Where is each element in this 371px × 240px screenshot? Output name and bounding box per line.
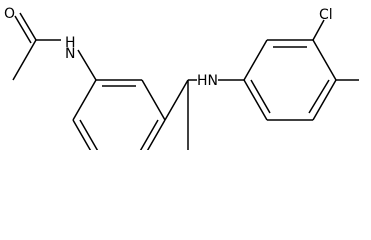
acetyl-group: [12, 12, 61, 81]
right-benzene-ring: [243, 39, 337, 121]
ring1-bond-5: [141, 79, 166, 121]
right-ring-substituents: [312, 19, 359, 81]
atom-label-oxygen: O: [4, 6, 15, 22]
ring1-double-right: [139, 119, 159, 150]
left-benzene-ring: [72, 79, 166, 150]
ring2-double-right: [308, 79, 330, 114]
ring2-bond-4: [312, 79, 337, 121]
ring1-bond-1: [72, 79, 97, 121]
chemical-structure-diagram: O H N HN Cl: [4, 6, 359, 150]
bond-ring-chlorine: [312, 19, 325, 41]
bond-ring-ch: [164, 79, 189, 121]
bond-nitrogen-ring: [77, 49, 97, 81]
atom-labels: O H N HN Cl: [4, 6, 333, 89]
atom-label-amide-hydrogen: H: [65, 35, 76, 51]
ring2-double-left: [250, 79, 271, 114]
ring1-double-left: [79, 119, 99, 150]
atom-label-amide-nitrogen: N: [65, 46, 75, 62]
bond-carbonyl-oxygen-1: [19, 12, 37, 41]
ethyl-linker: [164, 79, 197, 150]
ring2-bond-6: [243, 79, 268, 121]
ring1-bond-2: [72, 119, 92, 150]
bond-methyl-carbonyl: [12, 39, 37, 81]
atom-label-amine: HN: [197, 73, 218, 89]
atom-label-chlorine: Cl: [319, 7, 333, 23]
bond-carbonyl-oxygen-2: [14, 15, 32, 44]
ring2-bond-3: [312, 39, 337, 81]
ring1-bond-4: [146, 119, 166, 150]
ring2-bond-1: [243, 39, 268, 81]
